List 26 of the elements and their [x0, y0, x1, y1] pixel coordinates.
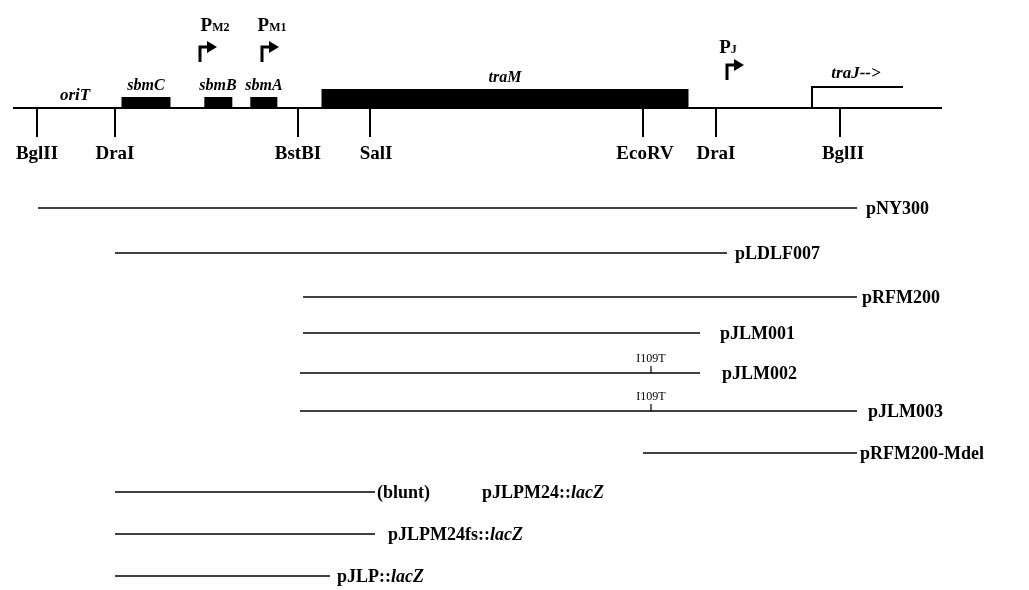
- restriction-site-label: BstBI: [274, 142, 322, 162]
- mutation-label: I109T: [636, 390, 666, 402]
- construct-note: (blunt): [377, 483, 430, 501]
- restriction-site-label: BglII: [821, 142, 865, 162]
- construct-label: pJLM003: [868, 402, 943, 420]
- restriction-site-label: DraI: [696, 142, 736, 162]
- construct-label: pJLM001: [720, 324, 795, 342]
- gene-label: traJ-->: [831, 63, 881, 81]
- gene-label: sbmB: [199, 77, 237, 93]
- restriction-site-label: SalI: [359, 142, 393, 162]
- construct-label: pLDLF007: [735, 244, 821, 262]
- construct-label: pJLM002: [722, 364, 797, 382]
- gene-label: sbmC: [127, 77, 165, 93]
- region-label: oriT: [59, 85, 91, 103]
- mutation-label: I109T: [636, 352, 666, 364]
- gene-label: sbmA: [245, 77, 283, 93]
- restriction-site-label: BglII: [15, 142, 59, 162]
- construct-label: pRFM200: [862, 288, 940, 306]
- construct-label: pJLPM24::lacZ: [482, 483, 604, 501]
- construct-label: pRFM200-Mdel: [860, 444, 984, 462]
- restriction-site-label: EcoRV: [616, 142, 674, 162]
- construct-label: pNY300: [866, 199, 929, 217]
- construct-label: pJLPM24fs::lacZ: [388, 525, 523, 543]
- gene-label: traM: [488, 69, 522, 85]
- restriction-site-label: DraI: [95, 142, 135, 162]
- construct-label: pJLP::lacZ: [337, 567, 424, 585]
